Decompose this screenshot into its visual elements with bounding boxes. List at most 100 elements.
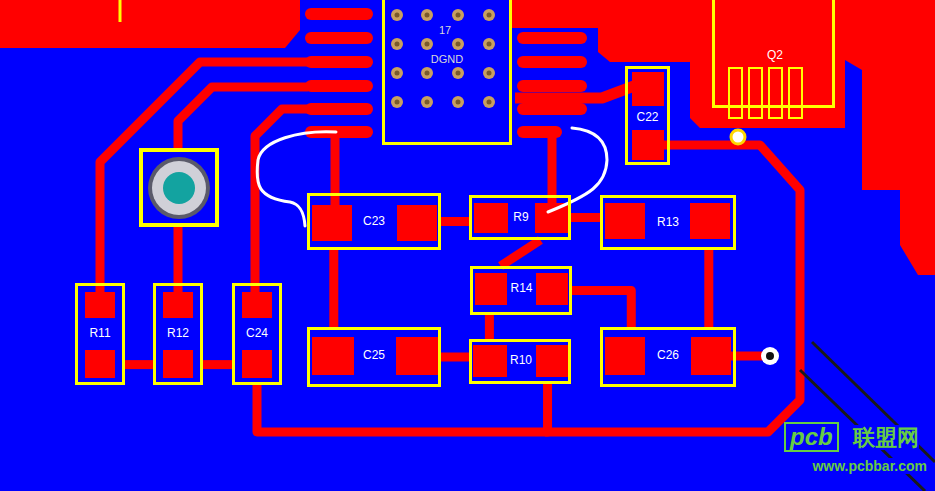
ic-pin <box>305 103 373 115</box>
copper-trace <box>100 62 308 292</box>
copper-trace <box>572 291 631 328</box>
via-hole <box>487 13 492 18</box>
thermal-via <box>452 38 464 50</box>
via-hole <box>456 100 461 105</box>
ic-pin <box>517 80 587 92</box>
reference-designator: R9 <box>513 211 528 225</box>
ic-pin <box>305 8 373 20</box>
copper-pour <box>0 0 300 48</box>
smd-pad <box>85 350 115 378</box>
thermal-via <box>421 67 433 79</box>
reference-designator: C22 <box>636 111 658 125</box>
thermal-via <box>483 9 495 21</box>
through-hole-pad-outline <box>141 150 217 225</box>
smd-pad <box>242 292 272 318</box>
via <box>731 130 745 144</box>
copper-trace <box>329 250 338 327</box>
thermal-via <box>452 96 464 108</box>
resistor-footprint: R13 <box>600 195 736 250</box>
via-hole <box>425 13 430 18</box>
reference-designator: C24 <box>246 327 268 341</box>
transistor-pin <box>789 68 802 118</box>
smd-pad <box>163 350 193 378</box>
via-hole <box>456 71 461 76</box>
via-hole <box>487 100 492 105</box>
ic-pin <box>305 56 373 68</box>
copper-trace <box>441 353 469 362</box>
capacitor-footprint: C24 <box>232 283 282 385</box>
copper-pour <box>510 0 935 275</box>
net-name: DGND <box>431 53 463 65</box>
ic-pin <box>517 103 587 115</box>
copper-trace <box>125 360 153 369</box>
smd-pad <box>691 337 731 375</box>
thermal-via <box>452 9 464 21</box>
reference-designator: C26 <box>657 349 679 363</box>
copper-trace <box>257 384 548 432</box>
transistor-pin <box>749 68 762 118</box>
resistor-footprint: R10 <box>469 339 571 384</box>
ic-pin <box>305 80 373 92</box>
ic-pin <box>305 32 373 44</box>
through-hole-ring <box>152 161 206 215</box>
hand-drawn-mark <box>257 132 336 226</box>
via-hole <box>425 71 430 76</box>
ic-pin <box>517 56 587 68</box>
thermal-via <box>483 38 495 50</box>
via-hole <box>456 42 461 47</box>
via-hole <box>456 13 461 18</box>
smd-pad <box>535 203 569 233</box>
smd-pad <box>85 292 115 318</box>
transistor-pin <box>729 68 742 118</box>
silkscreen-line <box>119 0 122 22</box>
smd-pad <box>474 203 508 233</box>
watermark-text: 联盟网 <box>853 425 919 450</box>
via-hole <box>766 352 774 360</box>
reference-designator: R10 <box>510 354 532 368</box>
copper-trace <box>571 213 600 222</box>
copper-trace <box>441 217 469 226</box>
smd-pad <box>163 292 193 318</box>
smd-pad <box>242 350 272 378</box>
thermal-via <box>391 38 403 50</box>
reference-designator: C25 <box>363 349 385 363</box>
thermal-via <box>421 9 433 21</box>
via-hole <box>395 100 400 105</box>
watermark-url: www.pcbbar.com <box>810 458 929 474</box>
via-hole <box>395 13 400 18</box>
copper-trace <box>548 132 557 203</box>
ic-pin <box>517 32 587 44</box>
copper-trace <box>545 145 800 432</box>
capacitor-footprint: C26 <box>600 327 736 387</box>
copper-trace <box>203 360 232 369</box>
through-hole-pad <box>148 157 210 219</box>
reference-designator: R11 <box>89 327 110 341</box>
copper-trace <box>501 240 541 266</box>
ic-footprint: 17DGND <box>382 0 512 145</box>
smd-pad <box>605 337 645 375</box>
via-hole <box>425 100 430 105</box>
reference-designator: Q2 <box>767 49 783 63</box>
thermal-via <box>391 9 403 21</box>
smd-pad <box>536 273 568 305</box>
smd-pad <box>397 205 437 241</box>
smd-pad <box>605 203 645 239</box>
copper-trace <box>485 315 494 339</box>
drill-hole <box>163 172 195 204</box>
via-hole <box>425 42 430 47</box>
smd-pad <box>536 345 568 377</box>
copper-trace <box>704 250 713 327</box>
thermal-via <box>391 67 403 79</box>
transistor-pin <box>769 68 782 118</box>
via <box>761 347 779 365</box>
smd-pad <box>632 130 664 160</box>
thermal-via <box>421 96 433 108</box>
reference-designator: R12 <box>167 327 189 341</box>
via-hole <box>487 42 492 47</box>
resistor-footprint: R14 <box>470 266 572 315</box>
smd-pad <box>396 337 438 375</box>
smd-pad <box>312 205 352 241</box>
via-hole <box>395 42 400 47</box>
